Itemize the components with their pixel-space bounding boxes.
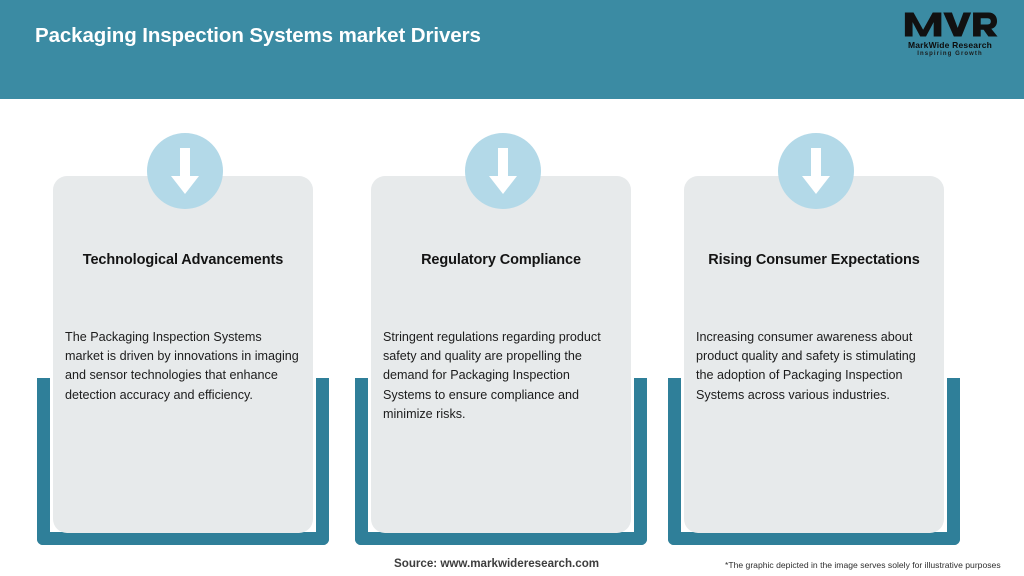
logo-tagline: Inspiring Growth — [917, 51, 983, 57]
down-arrow-icon — [802, 148, 830, 194]
card-icon-circle-1 — [147, 133, 223, 209]
card-bracket-2 — [355, 378, 647, 545]
cards-stage: Technological Advancements The Packaging… — [0, 99, 1024, 576]
page-title: Packaging Inspection Systems market Driv… — [35, 24, 481, 47]
card-body-1: The Packaging Inspection Systems market … — [65, 330, 299, 402]
card-title-1: Technological Advancements — [82, 252, 284, 268]
driver-card-2[interactable]: Regulatory Compliance Stringent regulati… — [371, 176, 631, 533]
card-bracket-1 — [37, 378, 329, 545]
footer-source: Source: www.markwideresearch.com — [394, 557, 600, 570]
driver-card-group-3: Rising Consumer Expectations Increasing … — [668, 99, 960, 545]
card-title-2: Regulatory Compliance — [421, 252, 581, 268]
down-arrow-icon — [171, 148, 199, 194]
driver-card-3[interactable]: Rising Consumer Expectations Increasing … — [684, 176, 944, 533]
card-body-3: Increasing consumer awareness about prod… — [696, 330, 916, 402]
down-arrow-icon — [489, 148, 517, 194]
driver-card-1[interactable]: Technological Advancements The Packaging… — [53, 176, 313, 533]
header-banner: Packaging Inspection Systems market Driv… — [0, 0, 1024, 99]
logo-company-name: MarkWide Research — [907, 40, 993, 50]
brand-logo: MarkWide Research Inspiring Growth — [894, 8, 1006, 64]
driver-card-group-1: Technological Advancements The Packaging… — [37, 99, 329, 545]
card-icon-circle-2 — [465, 133, 541, 209]
driver-card-group-2: Regulatory Compliance Stringent regulati… — [355, 99, 647, 545]
mwr-logo-icon — [904, 12, 998, 37]
card-icon-circle-3 — [778, 133, 854, 209]
card-title-3: Rising Consumer Expectations — [708, 252, 920, 268]
card-bracket-3 — [668, 378, 960, 545]
card-body-2: Stringent regulations regarding product … — [383, 330, 601, 421]
footer-disclaimer: *The graphic depicted in the image serve… — [725, 560, 1001, 570]
